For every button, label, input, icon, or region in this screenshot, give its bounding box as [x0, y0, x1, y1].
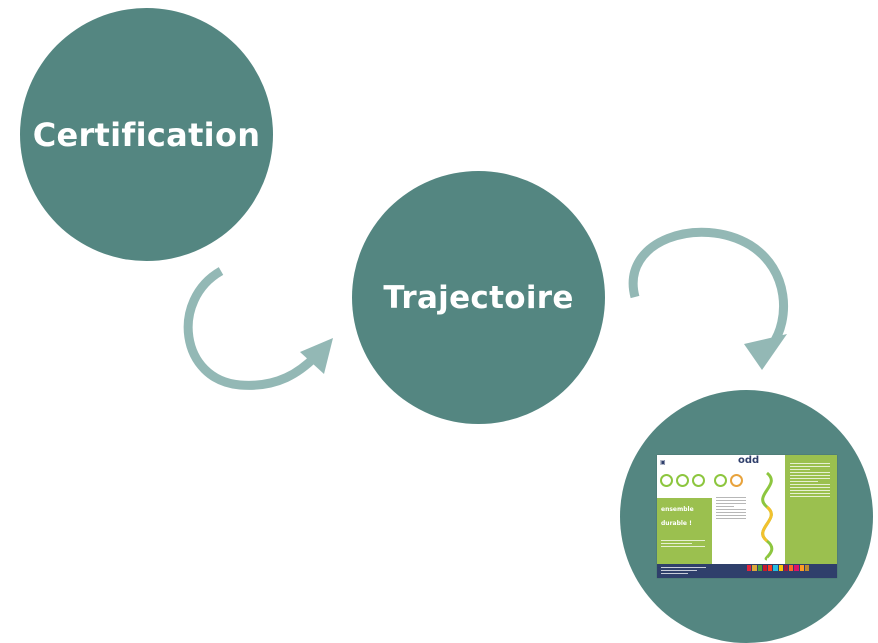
trajectoire-node: Trajectoire	[352, 171, 605, 424]
brochure-headline-1: ensemble	[661, 506, 694, 513]
brochure-icon-row	[660, 474, 705, 487]
trajectoire-label: Trajectoire	[383, 279, 574, 316]
brochure-mid-text-lines	[716, 497, 746, 519]
arrow-certification-to-trajectoire	[183, 267, 333, 390]
brochure-sdg-strip	[747, 565, 809, 577]
brochure-wave-graphic	[761, 471, 774, 561]
brochure-headline-2: durable !	[661, 520, 692, 527]
brochure-right-text-lines	[790, 463, 830, 497]
certification-label: Certification	[32, 115, 261, 154]
brochure-middle-panel: odd	[712, 455, 785, 564]
odd-logo: odd	[738, 455, 760, 466]
certification-node: Certification	[20, 8, 273, 261]
brochure-left-panel: ▣ ensemble durable !	[657, 455, 712, 564]
brochure-icon-row-2	[714, 474, 743, 487]
brochure-green-block: ensemble durable !	[657, 498, 712, 564]
brochure-small-logo: ▣	[660, 459, 666, 466]
brochure-thumbnail: ▣ ensemble durable ! odd	[657, 455, 837, 578]
brochure-footer-lines	[661, 567, 706, 574]
arrow-trajectoire-to-brochure	[628, 227, 789, 370]
brochure-right-panel	[785, 455, 837, 564]
brochure-left-text-lines	[661, 540, 705, 547]
